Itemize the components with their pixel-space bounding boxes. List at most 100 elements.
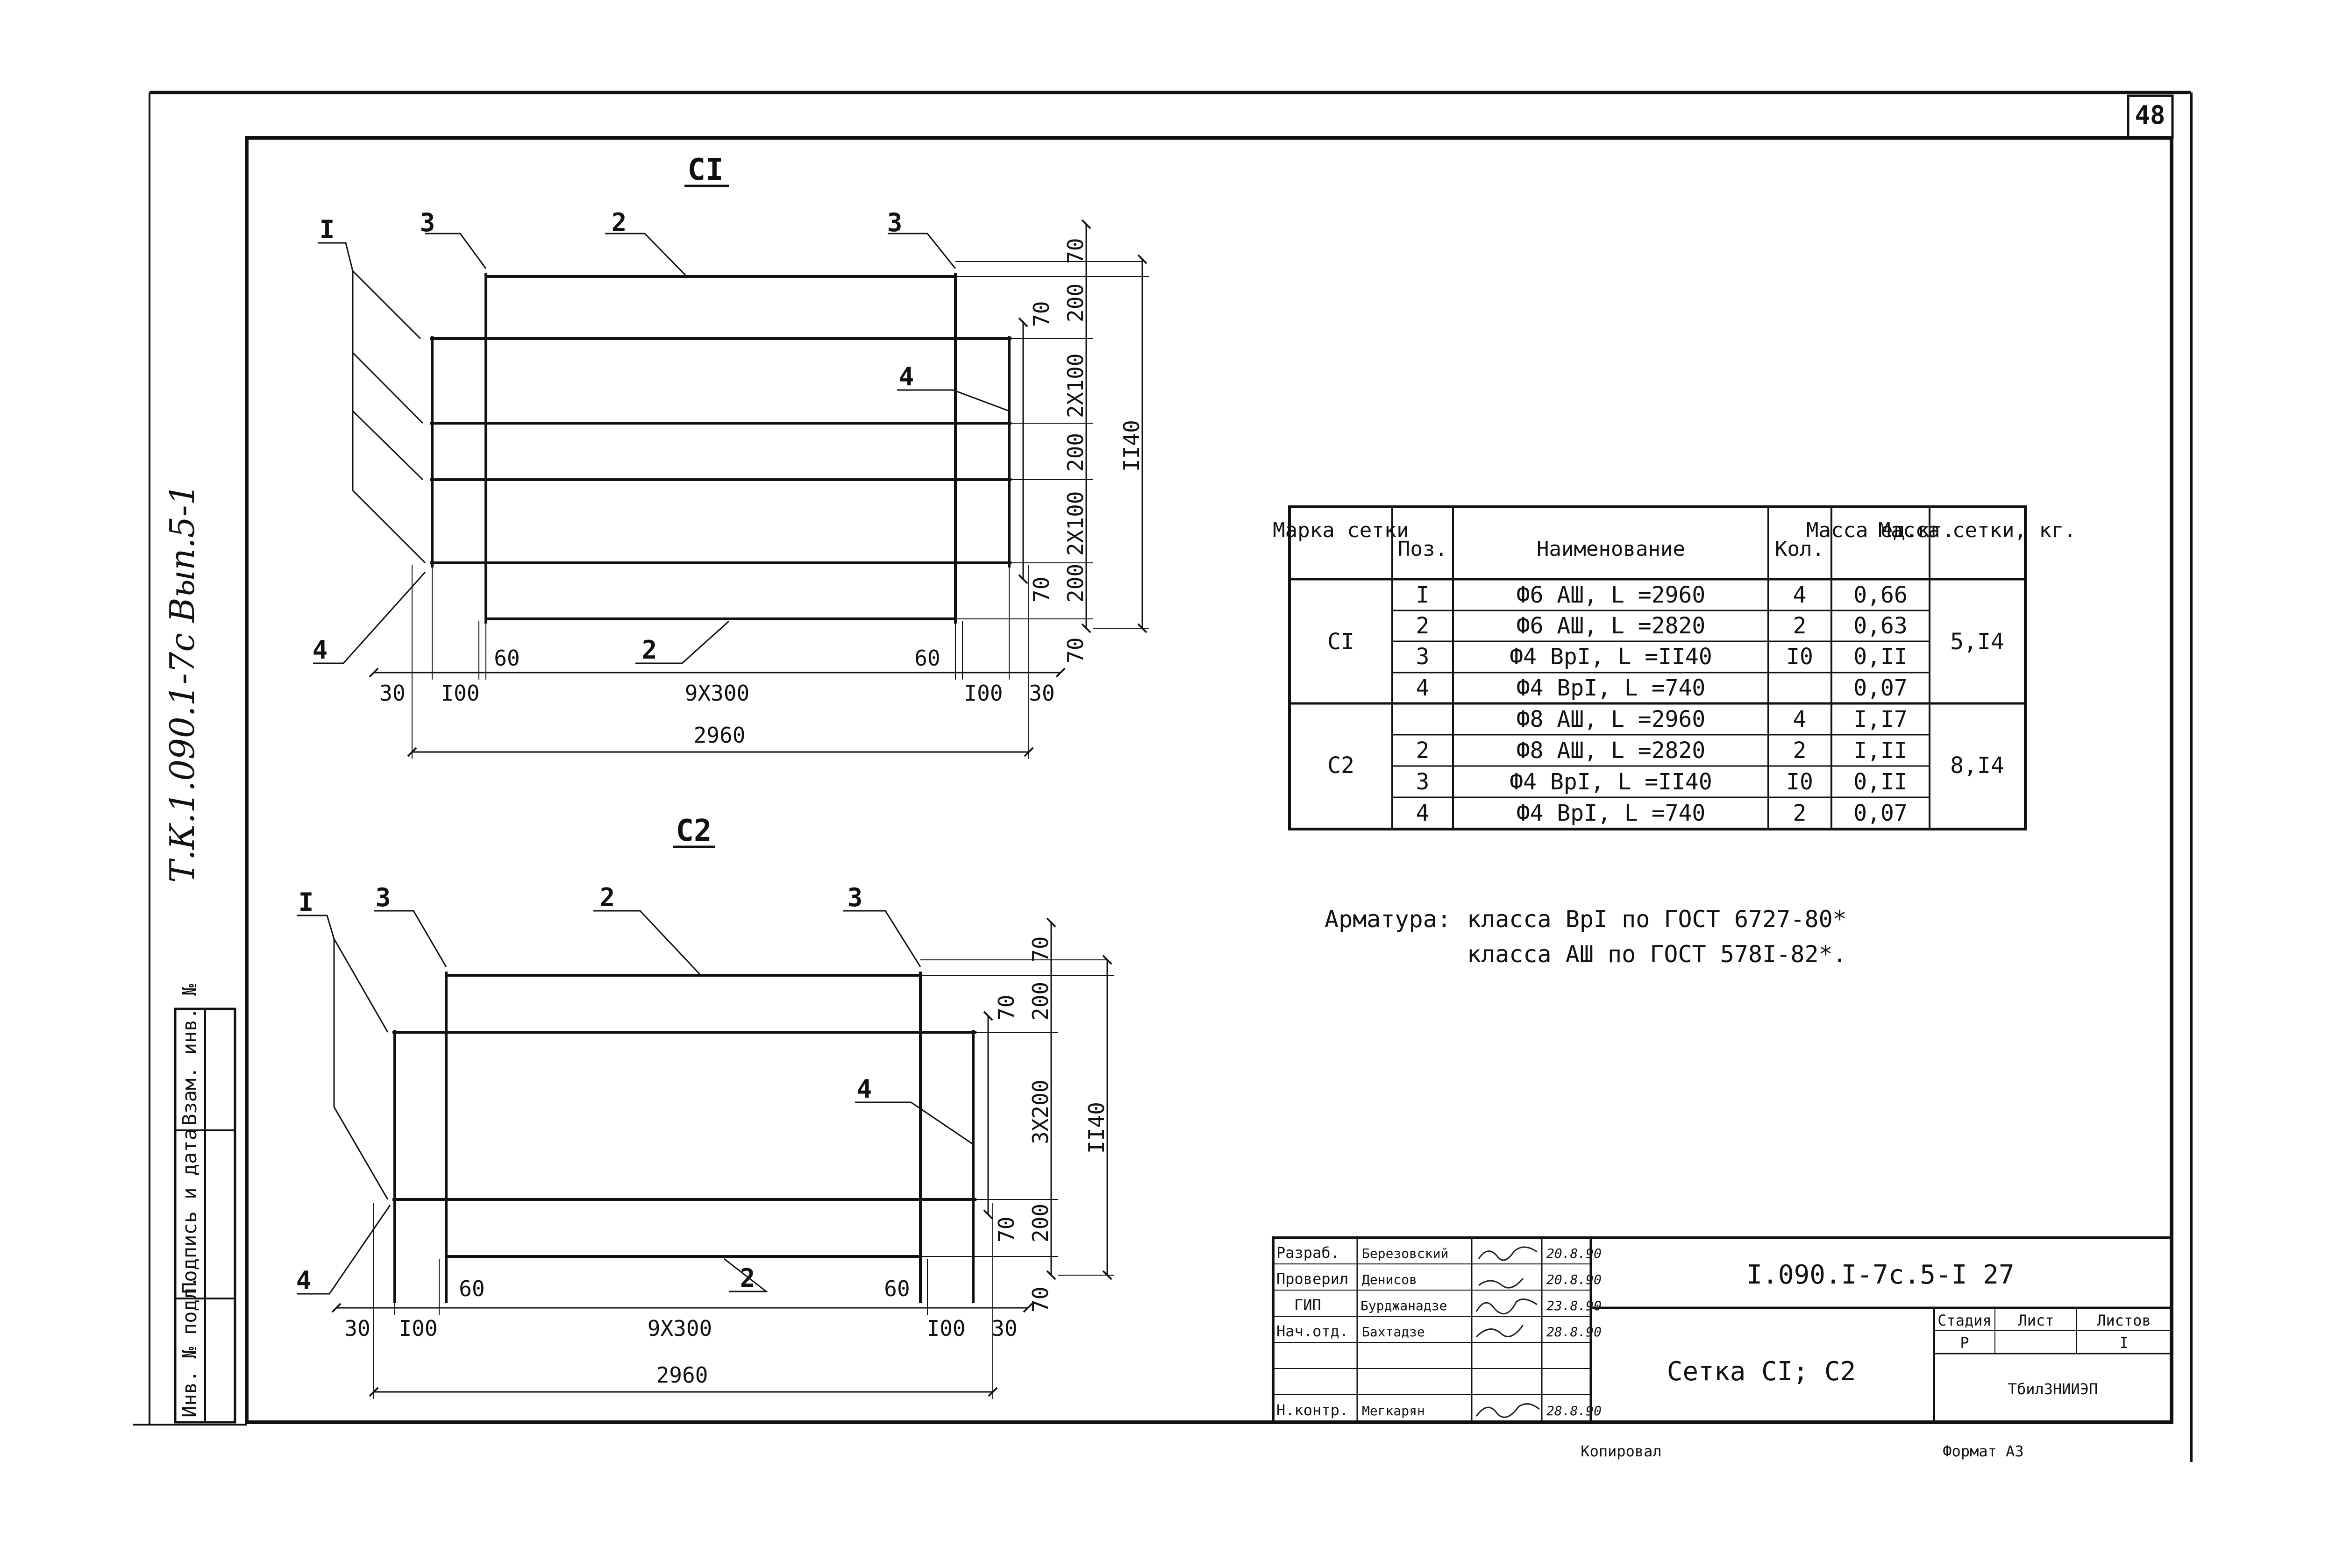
- svg-text:I: I: [1416, 582, 1430, 608]
- format-label: Формат А3: [1943, 1442, 2023, 1460]
- side-stamp-sign: Подпись и дата: [178, 1128, 201, 1294]
- svg-text:4: 4: [1416, 800, 1430, 826]
- mesh-c1: СI I 3 2 3: [313, 153, 1149, 759]
- tb-name: Березовский: [1362, 1246, 1448, 1261]
- svg-text:0,II: 0,II: [1853, 769, 1908, 795]
- tb-sheets-value: I: [2119, 1334, 2128, 1352]
- spec-header-pos: Поз.: [1398, 537, 1447, 561]
- dim-c1-bottom: I00: [964, 681, 1003, 706]
- dim-c1-right: 70: [1029, 577, 1054, 603]
- dim-c1-right: 200: [1063, 284, 1088, 322]
- svg-text:Ф4 ВрI, L =II40: Ф4 ВрI, L =II40: [1510, 644, 1712, 670]
- mesh-c1-title: СI: [687, 153, 723, 187]
- svg-text:Ф6 АШ, L =2820: Ф6 АШ, L =2820: [1517, 613, 1706, 639]
- tb-date: 28.8.90: [1546, 1403, 1602, 1419]
- dim-c2-total-height: II40: [1084, 1102, 1109, 1154]
- svg-text:Ф4 ВрI, L =740: Ф4 ВрI, L =740: [1517, 675, 1706, 701]
- dim-c1-bottom: 60: [494, 646, 520, 671]
- copied-label: Копировал: [1581, 1442, 1661, 1460]
- svg-text:4: 4: [1416, 675, 1430, 701]
- mesh-c2-title: С2: [676, 814, 712, 848]
- label-pos3: 3: [887, 208, 903, 237]
- signature-marks: [1475, 1246, 1540, 1418]
- dim-c1-right: 200: [1063, 564, 1088, 603]
- label-pos4: 4: [296, 1266, 312, 1295]
- table-row: 4 Ф4 ВрI, L =740 0,07: [1416, 675, 1908, 701]
- tb-date: 20.8.90: [1546, 1246, 1602, 1261]
- label-pos2: 2: [600, 883, 615, 912]
- table-row: 2 Ф6 АШ, L =2820 2 0,63: [1416, 613, 1908, 639]
- tb-role: Нач.отд.: [1276, 1322, 1348, 1340]
- tb-date: 20.8.90: [1546, 1272, 1602, 1287]
- spec-total: 5,I4: [1950, 629, 2004, 655]
- dim-c2-bottom: I00: [399, 1316, 437, 1341]
- label-pos3: 3: [376, 883, 391, 912]
- table-row: 2 Ф8 АШ, L =2820 2 I,II: [1416, 738, 1908, 764]
- table-row: 3 Ф4 ВрI, L =II40 I0 0,II: [1416, 644, 1908, 670]
- dim-c1-bottom: 30: [1029, 681, 1054, 706]
- notes-line: класса ВрI по ГОСТ 6727-80*: [1467, 906, 1847, 933]
- dim-c2-right: 3Х200: [1028, 1080, 1053, 1144]
- svg-text:Ф4 ВрI, L =II40: Ф4 ВрI, L =II40: [1510, 769, 1712, 795]
- tb-role: ГИП: [1294, 1296, 1321, 1314]
- side-title: Т.К.1.090.1-7с Вып.5-1: [163, 484, 202, 883]
- label-pos4: 4: [857, 1074, 872, 1104]
- tb-name: Бурджанадзе: [1360, 1298, 1447, 1313]
- svg-text:Ф8 АШ, L =2960: Ф8 АШ, L =2960: [1517, 706, 1706, 732]
- svg-text:4: 4: [1793, 582, 1807, 608]
- svg-text:I0: I0: [1786, 644, 1813, 670]
- table-row: I Ф6 АШ, L =2960 4 0,66: [1416, 582, 1908, 608]
- svg-text:0,07: 0,07: [1853, 800, 1908, 826]
- dim-c2-bottom: I00: [926, 1316, 965, 1341]
- tb-role: Разраб.: [1276, 1244, 1339, 1262]
- label-pos3: 3: [420, 208, 435, 237]
- svg-text:2: 2: [1416, 738, 1430, 764]
- dim-c2-right: 70: [994, 1217, 1019, 1242]
- tb-role: Н.контр.: [1276, 1401, 1348, 1419]
- tb-date: 23.8.90: [1546, 1298, 1602, 1313]
- dim-c2-bottom: 30: [991, 1316, 1017, 1341]
- tb-stage-value: Р: [1960, 1334, 1969, 1352]
- dim-c1-bottom: 30: [379, 681, 405, 706]
- spec-header-name: Наименование: [1537, 537, 1685, 561]
- dim-c1-bottom: 60: [914, 646, 940, 671]
- tb-organization: ТбилЗНИИЭП: [2008, 1380, 2098, 1398]
- spec-group-c2: С2 8,I4 Ф8 АШ, L =2960 4 I,I7 2 Ф8 АШ, L…: [1327, 706, 2004, 826]
- dim-c1-right: 70: [1063, 638, 1088, 663]
- spec-header-unit-mass: Масса ед.кг.: [1806, 518, 1955, 542]
- spec-total: 8,I4: [1950, 752, 2004, 779]
- label-pos2: 2: [740, 1263, 755, 1293]
- spec-mark: СI: [1327, 629, 1354, 655]
- svg-text:0,63: 0,63: [1853, 613, 1908, 639]
- dim-c1-right: 2Х100: [1063, 354, 1088, 418]
- spec-group-c1: СI 5,I4 I Ф6 АШ, L =2960 4 0,66 2 Ф6 АШ,…: [1327, 582, 2004, 701]
- spec-table: Марка сетки Поз. Наименование Кол. Масса…: [1273, 505, 2076, 830]
- dim-c1-bottom: I00: [441, 681, 479, 706]
- svg-text:0,07: 0,07: [1853, 675, 1908, 701]
- tb-name: Денисов: [1362, 1272, 1417, 1287]
- title-block: Разраб. Проверил ГИП Нач.отд. Н.контр. Б…: [1272, 1236, 2173, 1424]
- dim-c2-total-length: 2960: [656, 1362, 708, 1388]
- notes: Арматура: класса ВрI по ГОСТ 6727-80* кл…: [1325, 906, 1847, 968]
- notes-line: класса АШ по ГОСТ 578I-82*.: [1467, 941, 1847, 968]
- sheet-frame: [133, 91, 2193, 1462]
- notes-label: Арматура:: [1325, 906, 1451, 933]
- page-number: 48: [2135, 100, 2165, 130]
- svg-text:0,66: 0,66: [1853, 582, 1908, 608]
- tb-date: 28.8.90: [1546, 1324, 1602, 1340]
- sheet-title: Сетка СI; С2: [1667, 1356, 1856, 1387]
- dim-c1-total-height: II40: [1119, 420, 1144, 472]
- mesh-c2: С2 I 3 2 3 4 4 2: [296, 814, 1114, 1399]
- dim-c1-total-length: 2960: [694, 723, 746, 748]
- svg-text:Ф4 ВрI, L =740: Ф4 ВрI, L =740: [1517, 800, 1706, 826]
- svg-text:I,I7: I,I7: [1853, 706, 1908, 732]
- side-stamp: Инв. № подл. Подпись и дата Взам. инв. №: [174, 984, 236, 1424]
- side-stamp-inv: Инв. № подл.: [178, 1276, 201, 1418]
- table-row: 4 Ф4 ВрI, L =740 2 0,07: [1416, 800, 1908, 826]
- label-pos2: 2: [612, 208, 627, 237]
- svg-text:I,II: I,II: [1853, 738, 1908, 764]
- dim-c2-bottom: 9Х300: [648, 1316, 712, 1341]
- drawing-code: I.090.I-7с.5-I 27: [1746, 1260, 2014, 1290]
- table-row: Ф8 АШ, L =2960 4 I,I7: [1517, 706, 1908, 732]
